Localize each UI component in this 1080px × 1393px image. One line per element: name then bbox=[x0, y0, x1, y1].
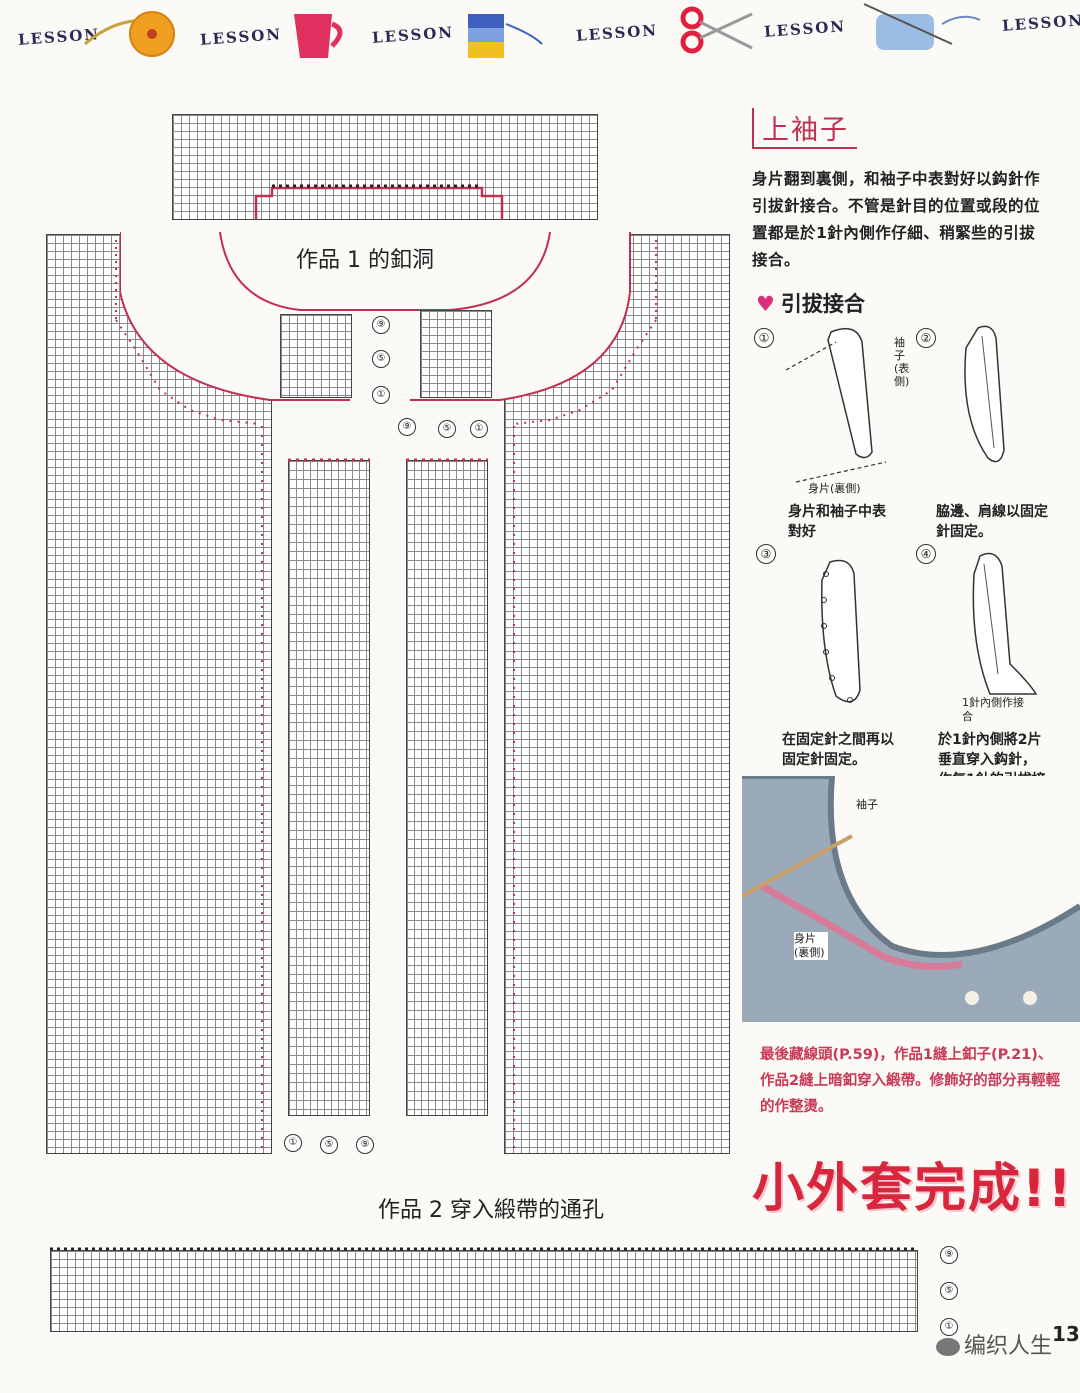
step-number: ③ bbox=[756, 544, 776, 564]
watermark-text: 编织人生 bbox=[964, 1334, 1053, 1359]
row-marker-9: ⑨ bbox=[356, 1136, 374, 1154]
chart-tab-right bbox=[420, 310, 492, 398]
step-2-caption: 脇邊、肩線以固定針固定。 bbox=[936, 504, 1048, 540]
inner-stitch-label: 1針內側作接合 bbox=[962, 696, 1024, 723]
wechat-icon bbox=[936, 1338, 960, 1356]
body-label: 身片(裏側) bbox=[808, 482, 861, 495]
chart-tab-left bbox=[280, 314, 352, 398]
seam-lines bbox=[115, 240, 657, 1150]
ribbon-band-edge bbox=[50, 1247, 918, 1251]
row-marker-1: ① bbox=[940, 1318, 958, 1336]
chart-back-neck bbox=[172, 114, 598, 220]
subsection-title: ♥引拔接合 bbox=[756, 288, 865, 318]
row-marker-5: ⑤ bbox=[372, 350, 390, 368]
chart-band-right bbox=[406, 460, 488, 1116]
button-icon bbox=[84, 11, 175, 57]
knit-seam-photo bbox=[742, 776, 1080, 1022]
knitting-needles-icon bbox=[863, 3, 981, 50]
photo-sleeve-label: 袖子 bbox=[856, 798, 878, 811]
subsection-title-text: 引拔接合 bbox=[780, 292, 865, 316]
sleeve-label: 袖子(表側) bbox=[894, 336, 910, 388]
row-marker-5: ⑤ bbox=[940, 1282, 958, 1300]
armhole-chart-label: 作品 1 的釦洞 bbox=[290, 242, 440, 274]
yarn-spool-icon bbox=[468, 14, 543, 58]
watermark: 编织人生 bbox=[936, 1328, 1052, 1360]
step-3-caption: 在固定針之間再以固定針固定。 bbox=[782, 732, 894, 768]
finish-title: 小外套完成!! bbox=[752, 1159, 1074, 1219]
photo-body-label: 身片(裏側) bbox=[794, 932, 828, 960]
lesson-word: LESSON bbox=[199, 25, 283, 49]
chart-ribbon-band bbox=[50, 1250, 918, 1332]
ribbon-chart-label: 作品 2 穿入緞帶的通孔 bbox=[372, 1192, 610, 1224]
page-number: 13 bbox=[1052, 1322, 1080, 1346]
row-marker-5: ⑤ bbox=[320, 1136, 338, 1154]
lesson-word: LESSON bbox=[1001, 11, 1080, 35]
lesson-word: LESSON bbox=[575, 21, 659, 45]
step-number: ① bbox=[754, 328, 774, 348]
step-3-illustration bbox=[821, 559, 861, 703]
row-marker-9: ⑨ bbox=[398, 418, 416, 436]
step-1-illustration bbox=[785, 327, 887, 483]
row-marker-5: ⑤ bbox=[438, 420, 456, 438]
row-marker-9: ⑨ bbox=[372, 316, 390, 334]
step-1-caption: 身片和袖子中表對好 bbox=[788, 504, 886, 540]
row-marker-1: ① bbox=[470, 420, 488, 438]
cup-icon bbox=[294, 14, 343, 58]
lesson-word: LESSON bbox=[371, 23, 455, 47]
step-number: ④ bbox=[916, 544, 936, 564]
row-marker-1: ① bbox=[372, 386, 390, 404]
lesson-word: LESSON bbox=[763, 17, 847, 41]
step-number: ② bbox=[916, 328, 936, 348]
scissors-icon bbox=[680, 6, 753, 54]
row-marker-9: ⑨ bbox=[940, 1246, 958, 1264]
heart-icon: ♥ bbox=[756, 292, 775, 316]
section-title: 上袖子 bbox=[752, 108, 857, 149]
chart-band-left bbox=[288, 460, 370, 1116]
lesson-header-banner: LESSON LESSON LESSON LESSON LESSON LESSO… bbox=[0, 0, 1080, 72]
row-marker-1: ① bbox=[284, 1134, 302, 1152]
neck-shaping-line bbox=[254, 184, 504, 220]
section-body-text: 身片翻到裏側，和袖子中表對好以鈎針作引拔針接合。不管是針目的位置或段的位置都是於… bbox=[752, 170, 1041, 269]
step-4-illustration bbox=[972, 552, 1038, 695]
finish-note: 最後藏線頭(P.59)，作品1縫上釦子(P.21)、作品2縫上暗釦穿入緞帶。修飾… bbox=[760, 1047, 1061, 1115]
step-2-illustration bbox=[964, 325, 1005, 463]
